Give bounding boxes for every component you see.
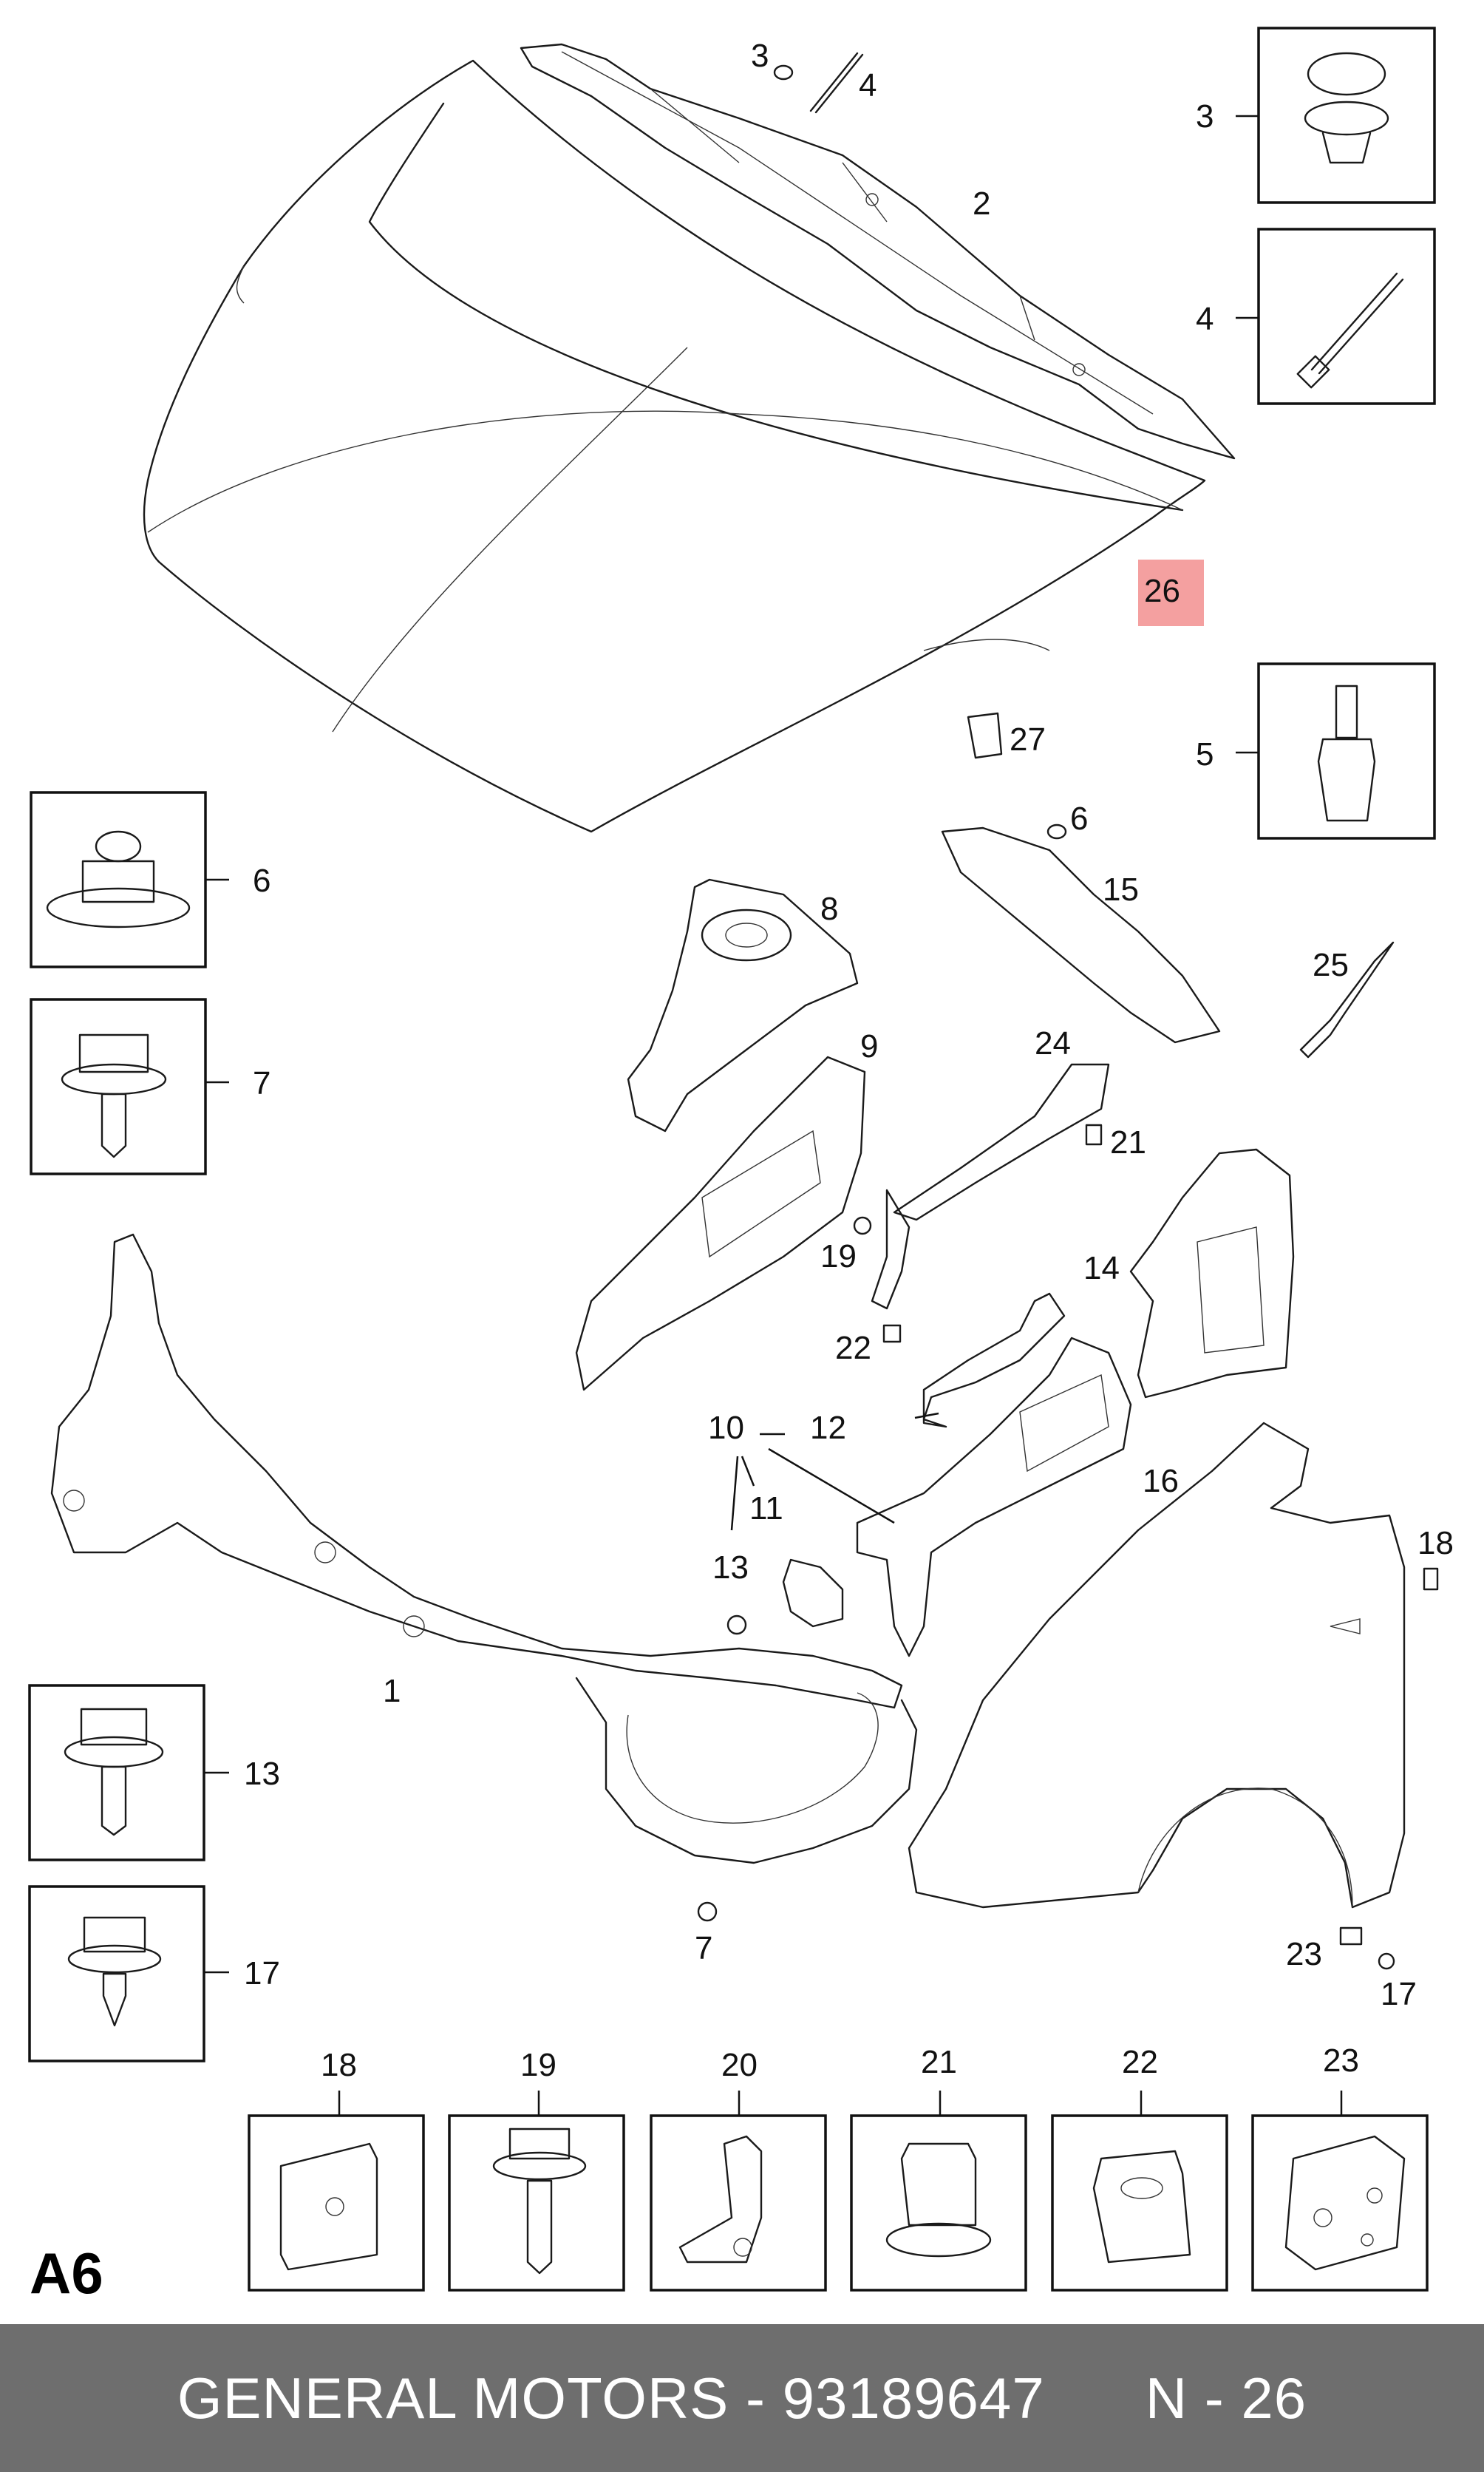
screw-17-small [1378, 1952, 1395, 1970]
bracket-25 [1299, 941, 1395, 1059]
leader-lines [730, 1412, 939, 1531]
detail-box-20 [650, 2091, 827, 2292]
detail-box-7 [30, 998, 229, 1175]
side-panel-14 [1129, 1148, 1295, 1399]
callout-17-small: 17 [1381, 1976, 1417, 2012]
callout-box-20: 20 [721, 2047, 758, 2083]
detail-box-5 [1236, 662, 1436, 840]
callout-box-18: 18 [321, 2047, 357, 2083]
callout-6-box: 6 [253, 863, 270, 899]
detail-box-4 [1236, 228, 1436, 405]
callout-13: 13 [712, 1549, 749, 1586]
footer-part-number: 93189647 [782, 2365, 1045, 2431]
callout-24: 24 [1035, 1025, 1071, 1062]
bolt-7-small [697, 1901, 718, 1922]
hood-panel [143, 59, 1206, 833]
callout-7-small: 7 [695, 1930, 712, 1966]
bracket-11 [782, 1558, 844, 1628]
clip-21-small [1085, 1124, 1103, 1146]
callout-21: 21 [1110, 1124, 1146, 1161]
detail-box-21 [850, 2091, 1027, 2292]
callout-box-19: 19 [520, 2047, 556, 2083]
callout-9: 9 [860, 1028, 878, 1064]
nut-6-small [1046, 824, 1067, 840]
callout-15: 15 [1103, 872, 1139, 908]
highlight-box-26 [1138, 560, 1204, 626]
detail-box-3 [1236, 27, 1436, 204]
footer-brand: GENERAL MOTORS [177, 2365, 729, 2431]
callout-25: 25 [1313, 947, 1349, 983]
callout-7-box: 7 [253, 1065, 270, 1101]
callout-12: 12 [810, 1410, 846, 1446]
clip-22-small [882, 1324, 902, 1343]
footer-bar: GENERAL MOTORS - 93189647 N - 26 [0, 2324, 1484, 2472]
callout-19: 19 [820, 1238, 857, 1274]
callout-2: 2 [973, 186, 990, 222]
callout-22: 22 [835, 1330, 871, 1366]
wheelhouse-panel-15 [941, 826, 1221, 1044]
callout-23: 23 [1286, 1936, 1322, 1972]
callout-3-top: 3 [751, 38, 769, 74]
callout-27: 27 [1010, 721, 1046, 758]
page-section-label: A6 [30, 2241, 103, 2306]
callout-1: 1 [383, 1673, 401, 1709]
brace-24 [871, 1063, 1110, 1310]
callout-6-small: 6 [1070, 801, 1088, 837]
detail-box-17 [28, 1885, 229, 2062]
clip-small-3 [773, 64, 794, 81]
callout-11: 11 [749, 1490, 783, 1527]
detail-box-13 [28, 1684, 229, 1861]
clip-27 [967, 712, 1003, 759]
callout-13-box: 13 [244, 1756, 280, 1792]
cowl-panel [520, 43, 1236, 460]
bolt-19-small [853, 1216, 872, 1235]
callout-5-box: 5 [1196, 736, 1214, 772]
strut-tower-8 [627, 878, 859, 1133]
callout-18: 18 [1417, 1525, 1454, 1561]
hood-prop-rod-small-4 [809, 52, 864, 114]
callout-box-23: 23 [1323, 2043, 1359, 2079]
bracket-12 [922, 1292, 1066, 1428]
detail-box-19 [448, 2091, 625, 2292]
footer-gap [1045, 2365, 1146, 2432]
callout-box-21: 21 [921, 2044, 957, 2080]
detail-box-22 [1051, 2091, 1228, 2292]
callout-16: 16 [1143, 1463, 1179, 1499]
screw-13-small [726, 1614, 747, 1635]
callout-17-box: 17 [244, 1955, 280, 1991]
callout-3-box: 3 [1196, 98, 1214, 135]
exploded-parts-diagram: 1 2 3 4 3 4 5 6 6 7 7 8 9 10 11 12 13 13… [28, 27, 1454, 2292]
front-fender-16 [908, 1422, 1406, 1909]
detail-box-23 [1251, 2091, 1429, 2292]
apron-10 [856, 1337, 1132, 1657]
footer-position-label: N - 26 [1145, 2365, 1307, 2431]
detail-box-18 [248, 2091, 425, 2292]
clip-18-small [1423, 1567, 1439, 1591]
inner-fender-9 [575, 1056, 866, 1391]
callout-4-top: 4 [859, 67, 877, 103]
front-end-carrier-1 [50, 1233, 918, 1864]
callout-14: 14 [1083, 1250, 1120, 1286]
callout-4-box: 4 [1196, 301, 1214, 337]
callout-8: 8 [820, 891, 838, 927]
detail-box-6 [30, 791, 229, 968]
footer-separator: - [729, 2365, 783, 2431]
callout-box-22: 22 [1122, 2044, 1158, 2080]
callout-10: 10 [708, 1410, 744, 1446]
clip-23-small [1339, 1926, 1363, 1946]
callout-26: 26 [1144, 573, 1180, 609]
